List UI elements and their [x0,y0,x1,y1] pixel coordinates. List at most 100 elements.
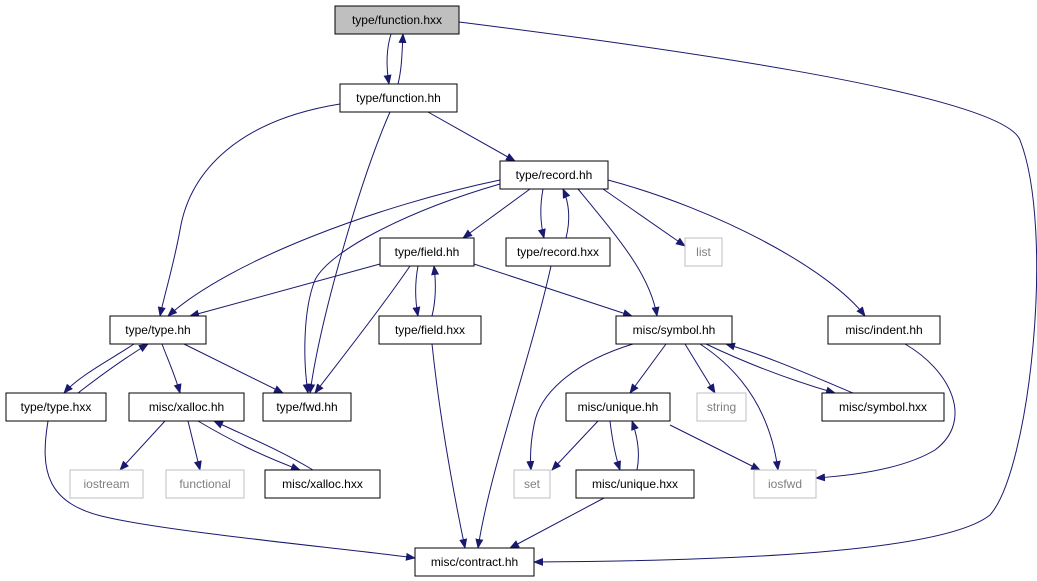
node-indent-hh[interactable]: misc/indent.hh [827,315,941,345]
node-label: type/function.hxx [352,13,442,27]
edge-unique-hh-to-iosfwd [669,424,761,471]
node-box [128,392,245,422]
node-set: set [513,469,551,499]
nodes-layer: type/function.hxx type/function.hh type/re… [5,5,945,577]
node-label: type/function.hh [356,91,441,105]
node-label: functional [179,477,230,491]
node-label: list [696,245,711,259]
edge-function-hxx-to-function-hh [383,33,392,85]
node-box [109,315,207,345]
edge-symbol-hh-to-set [526,343,634,471]
edge-type-hh-to-type-hxx [63,343,135,394]
node-symbol-hh[interactable]: misc/symbol.hh [615,315,733,345]
node-xalloc-hxx[interactable]: misc/xalloc.hxx [264,469,381,499]
node-box [615,315,733,345]
edge-type-hxx-to-contract-hh [44,420,416,561]
node-symbol-hxx[interactable]: misc/symbol.hxx [821,392,945,422]
node-unique-hxx[interactable]: misc/unique.hxx [575,469,695,499]
node-label: type/field.hh [395,245,460,259]
node-iostream: iostream [69,469,144,499]
node-box [379,237,475,267]
edge-record-hxx-to-record-hh [562,188,571,239]
edge-unique-hh-to-unique-hxx [609,420,621,471]
node-box [165,469,245,499]
node-field-hxx[interactable]: type/field.hxx [378,315,482,345]
node-label: misc/xalloc.hxx [282,477,363,491]
edge-xalloc-hxx-to-xalloc-hh [213,420,314,471]
edge-field-hh-to-type-hh [189,263,381,318]
edge-symbol-hh-to-iosfwd [699,343,781,471]
edge-unique-hxx-to-contract-hh [509,497,605,549]
node-label: misc/unique.hh [578,400,659,414]
edge-record-hh-to-record-hxx [537,188,546,239]
node-box [334,5,460,35]
edge-record-hxx-to-contract-hh [475,265,552,549]
edge-unique-hh-to-set [551,420,599,471]
node-fwd-hh[interactable]: type/fwd.hh [262,392,352,422]
node-label: misc/symbol.hxx [839,400,927,414]
node-label: type/type.hxx [21,400,92,414]
edge-symbol-hh-to-unique-hh [629,343,667,394]
node-box [378,315,482,345]
node-box [339,83,458,113]
edge-function-hh-to-fwd-hh [307,111,391,394]
edge-type-hh-to-fwd-hh [183,343,284,394]
node-box [69,469,144,499]
edge-record-hh-to-type-hh [167,179,501,317]
node-box [414,547,535,577]
node-record-hxx[interactable]: type/record.hxx [505,237,611,267]
edge-record-hh-to-field-hh [462,188,531,239]
node-box [753,469,817,499]
edge-unique-hxx-to-unique-hh [631,420,639,471]
node-record-hh[interactable]: type/record.hh [499,160,609,190]
node-unique-hh[interactable]: misc/unique.hh [565,392,671,422]
node-label: set [524,477,541,491]
edge-field-hh-to-field-hxx [412,265,421,317]
node-box [565,392,671,422]
node-contract-hh[interactable]: misc/contract.hh [414,547,535,577]
node-label: iostream [83,477,129,491]
node-label: type/fwd.hh [276,400,337,414]
node-type-hxx[interactable]: type/type.hxx [5,392,107,422]
node-type-hh[interactable]: type/type.hh [109,315,207,345]
node-label: misc/contract.hh [431,555,518,569]
node-function-hh[interactable]: type/function.hh [339,83,458,113]
node-field-hh[interactable]: type/field.hh [379,237,475,267]
node-label: iosfwd [768,477,802,491]
edges-layer [44,21,1037,566]
node-box [827,315,941,345]
node-box [696,392,747,422]
edge-record-hh-to-indent-hh [607,179,866,317]
edge-field-hh-to-fwd-hh [314,265,411,394]
node-box [264,469,381,499]
node-label: misc/xalloc.hh [149,400,224,414]
edge-symbol-hxx-to-symbol-hh [725,342,854,394]
node-label: type/type.hh [125,323,190,337]
edge-field-hxx-to-contract-hh [431,343,468,549]
edge-type-hxx-to-type-hh [77,343,149,394]
node-xalloc-hh[interactable]: misc/xalloc.hh [128,392,245,422]
edge-xalloc-hh-to-iostream [119,420,166,471]
node-box [575,469,695,499]
node-box [5,392,107,422]
edge-function-hh-to-type-hh [157,103,341,317]
edge-type-hh-to-xalloc-hh [161,343,182,394]
node-function-hxx[interactable]: type/function.hxx [334,5,460,35]
node-label: misc/symbol.hh [633,323,716,337]
node-box [821,392,945,422]
node-label: type/record.hh [516,168,593,182]
edge-symbol-hh-to-string [684,343,716,394]
node-box [499,160,609,190]
edge-field-hh-to-symbol-hh [473,263,633,317]
edge-indent-hh-to-iosfwd [815,343,956,482]
edge-function-hh-to-record-hh [427,111,516,162]
node-label: string [707,400,736,414]
node-string: string [696,392,747,422]
edge-xalloc-hh-to-functional [187,420,202,471]
node-list: list [684,237,723,267]
node-box [513,469,551,499]
edge-field-hxx-to-field-hh [431,265,440,317]
edge-record-hh-to-list [602,188,686,247]
node-functional: functional [165,469,245,499]
